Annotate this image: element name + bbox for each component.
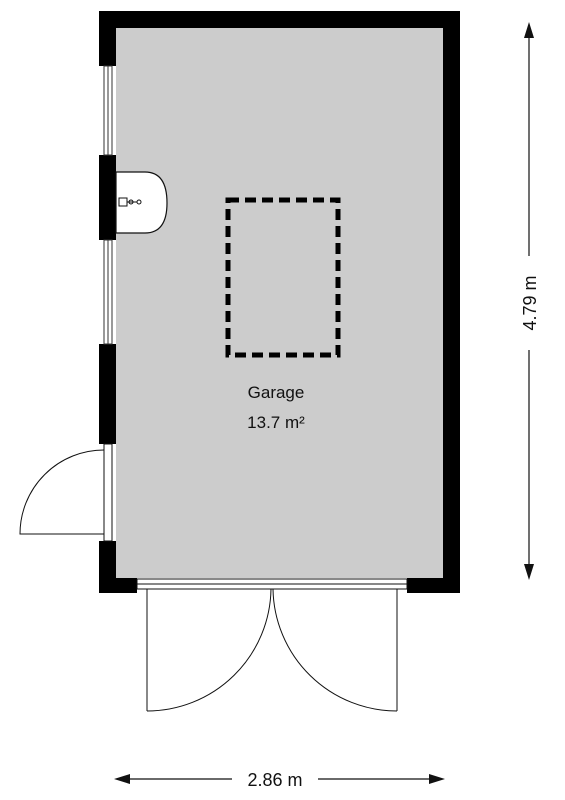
washbasin [115,171,168,234]
garage-floor [116,28,443,578]
dimension-width [114,774,445,784]
wall-left-segment-3 [99,344,116,444]
wall-top [99,11,460,28]
arrowhead-down-icon [524,564,534,580]
wall-bottom-right [407,578,460,593]
wall-right [443,11,460,593]
room-name: Garage [248,383,305,402]
arrowhead-left-icon [114,774,130,784]
arrowhead-up-icon [524,22,534,38]
car-parking-outline [225,197,341,358]
arrowhead-right-icon [429,774,445,784]
room-area: 13.7 m² [247,413,305,432]
wall-left-bottom [99,541,116,593]
side-door [19,443,113,542]
dimension-width-label: 2.86 m [247,770,302,790]
garage-door-swing-left [146,588,272,712]
wall-left-segment-2 [99,155,116,240]
dimension-height [524,22,534,580]
window-left-middle [103,239,113,345]
garage-double-door [136,578,408,712]
walls [99,11,460,593]
window-left-upper [103,65,113,156]
side-door-swing-arc [19,449,105,535]
wall-left-top [99,11,116,66]
faucet-icon [118,197,142,207]
dimension-height-label: 4.79 m [520,275,540,330]
garage-door-swing-right [272,588,398,712]
